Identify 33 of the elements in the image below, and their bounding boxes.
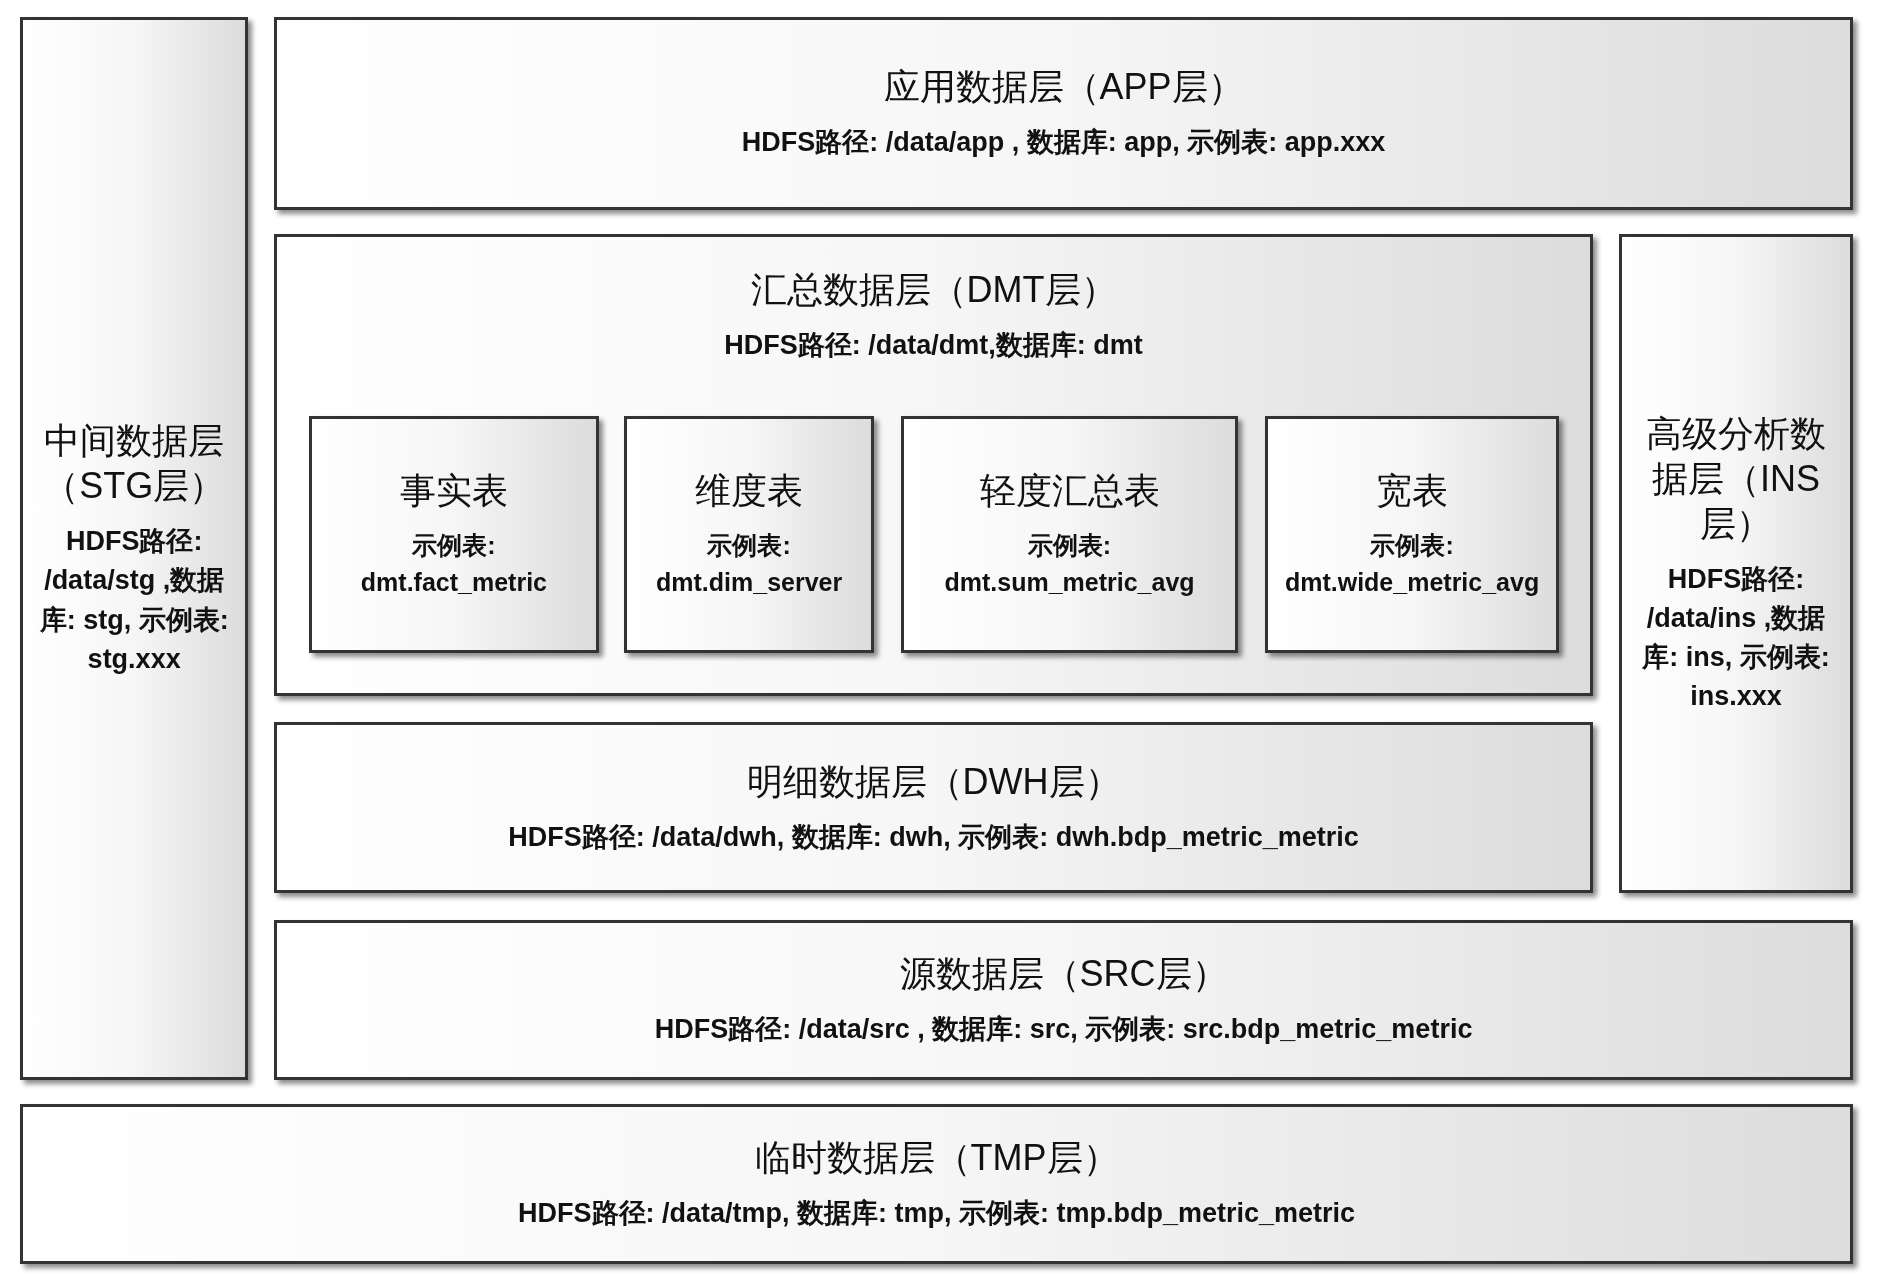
layer-detail: HDFS路径: /data/app , 数据库: app, 示例表: app.xxx xyxy=(741,126,1386,160)
table-box xyxy=(1264,415,1560,653)
layer-box xyxy=(274,16,1853,210)
layer-box xyxy=(20,1104,1853,1264)
layer-box xyxy=(274,233,1593,696)
example-table: 示例表: dmt.sum_metric_avg xyxy=(917,527,1222,600)
layer-detail: HDFS路径: /data/tmp, 数据库: tmp, 示例表: tmp.bdp_metric_metric xyxy=(518,1196,1356,1230)
table-title: 轻度汇总表 xyxy=(979,469,1160,514)
table-title: 维度表 xyxy=(695,469,804,514)
table-title: 宽表 xyxy=(1376,469,1449,514)
layer-title: 明细数据层（DWH层） xyxy=(746,759,1121,804)
layer-box xyxy=(20,16,248,1081)
layer-box xyxy=(1619,233,1853,894)
table-box xyxy=(309,415,599,653)
layer-box xyxy=(274,919,1853,1081)
layer-title: 应用数据层（APP层） xyxy=(883,65,1244,110)
layer-detail: HDFS路径: /data/dmt,数据库: dmt xyxy=(724,328,1143,362)
layer-box xyxy=(274,722,1593,894)
table-box xyxy=(624,415,875,653)
table-title: 事实表 xyxy=(399,469,508,514)
layer-detail: HDFS路径: /data/ins ,数据库: ins, 示例表: ins.xxx xyxy=(1641,562,1831,714)
example-table: 示例表: dmt.dim_server xyxy=(641,527,858,600)
layer-title: 高级分析数据层（INS层） xyxy=(1645,411,1828,546)
layer-title: 临时数据层（TMP层） xyxy=(754,1135,1119,1180)
layer-title: 源数据层（SRC层） xyxy=(899,952,1228,996)
example-table: 示例表: dmt.wide_metric_avg xyxy=(1281,527,1543,600)
example-table: 示例表: dmt.fact_metric xyxy=(326,527,582,600)
layer-title: 中间数据层（STG层） xyxy=(42,419,227,509)
layer-detail: HDFS路径: /data/src , 数据库: src, 示例表: src.bdp_metric_metric xyxy=(654,1013,1473,1046)
layer-detail: HDFS路径: /data/stg ,数据库: stg, 示例表: stg.xxx xyxy=(38,525,230,676)
layer-title: 汇总数据层（DMT层） xyxy=(750,267,1117,312)
table-box xyxy=(900,415,1239,653)
layer-detail: HDFS路径: /data/dwh, 数据库: dwh, 示例表: dwh.bdp_metric_metric xyxy=(508,820,1359,854)
